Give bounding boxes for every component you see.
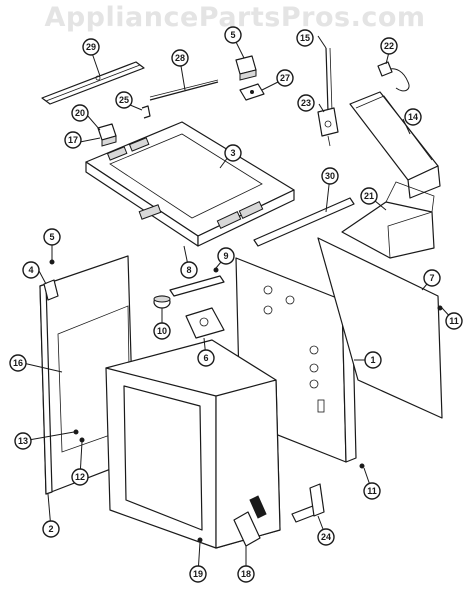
svg-text:6: 6: [203, 353, 208, 363]
part-24-bracket: [291, 483, 325, 523]
part-10-knob: [153, 295, 171, 309]
callout-25: 25: [115, 91, 133, 109]
part-30-strip: [253, 197, 355, 247]
svg-text:25: 25: [119, 95, 129, 105]
part-3-tray: [85, 121, 295, 247]
svg-text:14: 14: [408, 112, 418, 122]
callout-7: 7: [423, 269, 441, 287]
svg-text:17: 17: [68, 135, 78, 145]
callout-29: 29: [82, 38, 100, 56]
svg-text:23: 23: [301, 98, 311, 108]
svg-text:8: 8: [186, 265, 191, 275]
part-15-rod: [325, 47, 333, 113]
svg-text:5: 5: [49, 232, 54, 242]
callout-23: 23: [297, 94, 315, 112]
svg-text:10: 10: [157, 326, 167, 336]
svg-text:24: 24: [321, 532, 331, 542]
part-9-bracket: [169, 267, 225, 297]
part-23-valve: [317, 107, 339, 147]
svg-text:4: 4: [28, 265, 33, 275]
callout-28: 28: [171, 49, 189, 67]
oven-cavity: [105, 339, 281, 549]
callout-1: 1: [364, 351, 382, 369]
callout-17: 17: [64, 131, 82, 149]
svg-text:16: 16: [13, 358, 23, 368]
part-6-valve: [185, 307, 225, 339]
part-22-harness: [377, 61, 410, 92]
callout-16: 16: [9, 354, 27, 372]
svg-text:7: 7: [429, 273, 434, 283]
svg-text:3: 3: [230, 148, 235, 158]
callout-24: 24: [317, 528, 335, 546]
part-21-shield: [341, 181, 435, 259]
svg-text:11: 11: [449, 316, 459, 326]
callout-14: 14: [404, 108, 422, 126]
callout-11-right: 11: [445, 312, 463, 330]
callout-5: 5: [43, 228, 61, 246]
callout-9: 9: [217, 247, 235, 265]
part-7-back-panel: [317, 237, 443, 419]
callout-21: 21: [360, 187, 378, 205]
callout-12: 12: [71, 468, 89, 486]
callout-6: 6: [197, 349, 215, 367]
svg-text:18: 18: [241, 569, 251, 579]
svg-text:27: 27: [280, 73, 290, 83]
part-27-bracket: [239, 83, 265, 101]
callout-10: 10: [153, 322, 171, 340]
svg-text:2: 2: [48, 524, 53, 534]
svg-text:19: 19: [193, 569, 203, 579]
callout-4: 4: [22, 261, 40, 279]
svg-text:9: 9: [223, 251, 228, 261]
svg-text:1: 1: [370, 355, 375, 365]
svg-text:22: 22: [384, 41, 394, 51]
part-20-bracket: [97, 123, 117, 147]
svg-text:20: 20: [75, 108, 85, 118]
callout-27: 27: [276, 69, 294, 87]
part-28-rod: [149, 79, 219, 101]
part-25-clip: [141, 105, 151, 119]
svg-text:15: 15: [300, 33, 310, 43]
part-4-clip: [43, 279, 59, 301]
callout-13: 13: [14, 432, 32, 450]
callout-19: 19: [189, 565, 207, 583]
svg-text:28: 28: [175, 53, 185, 63]
callout-18: 18: [237, 565, 255, 583]
svg-text:12: 12: [75, 472, 85, 482]
callout-30: 30: [321, 167, 339, 185]
svg-text:30: 30: [325, 171, 335, 181]
svg-text:21: 21: [364, 191, 374, 201]
svg-text:11: 11: [367, 486, 377, 496]
part-29-trim: [41, 61, 145, 105]
callout-20: 20: [71, 104, 89, 122]
callout-5-top: 5: [224, 26, 242, 44]
svg-text:13: 13: [18, 436, 28, 446]
part-5-block: [235, 55, 257, 81]
callout-22: 22: [380, 37, 398, 55]
svg-text:29: 29: [86, 42, 96, 52]
part-18-hinge: [233, 495, 267, 547]
callout-2: 2: [42, 520, 60, 538]
svg-text:5: 5: [230, 30, 235, 40]
callout-8: 8: [180, 261, 198, 279]
callout-3: 3: [224, 144, 242, 162]
callout-11-bottom: 11: [363, 482, 381, 500]
part-14-box: [349, 91, 441, 199]
callout-15: 15: [296, 29, 314, 47]
